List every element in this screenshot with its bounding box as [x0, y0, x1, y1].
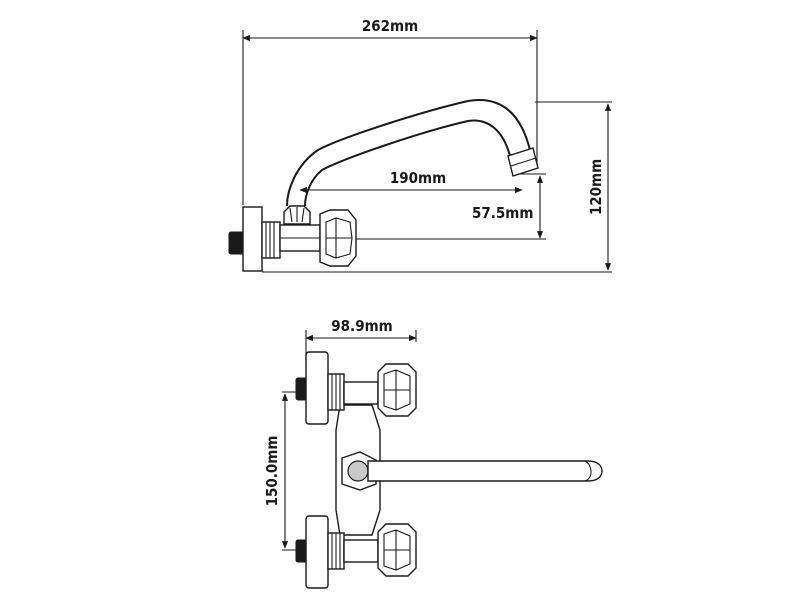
dim-overall-height: 120mm: [587, 159, 605, 215]
union-nut: [261, 221, 281, 259]
top-connection-upper: [295, 351, 379, 425]
side-view: 262mm 190mm 57.5mm 120mm: [228, 17, 612, 273]
spout-tube-outer: [286, 99, 533, 207]
dim-outlet-height: 57.5mm: [472, 204, 533, 222]
top-spout: [341, 451, 603, 491]
dim-overall-length: 262mm: [362, 17, 418, 35]
top-handle-lower: [377, 523, 417, 577]
dim-depth: 98.9mm: [331, 317, 392, 335]
top-handle-upper: [377, 363, 417, 417]
top-view: 98.9mm 150.0mm: [263, 317, 603, 589]
wall-flange: [242, 206, 263, 272]
dim-spout-reach: 190mm: [390, 169, 446, 187]
spout-tube-inner: [304, 119, 513, 207]
dim-centers: 150.0mm: [263, 436, 281, 507]
top-connection-lower: [295, 515, 379, 589]
